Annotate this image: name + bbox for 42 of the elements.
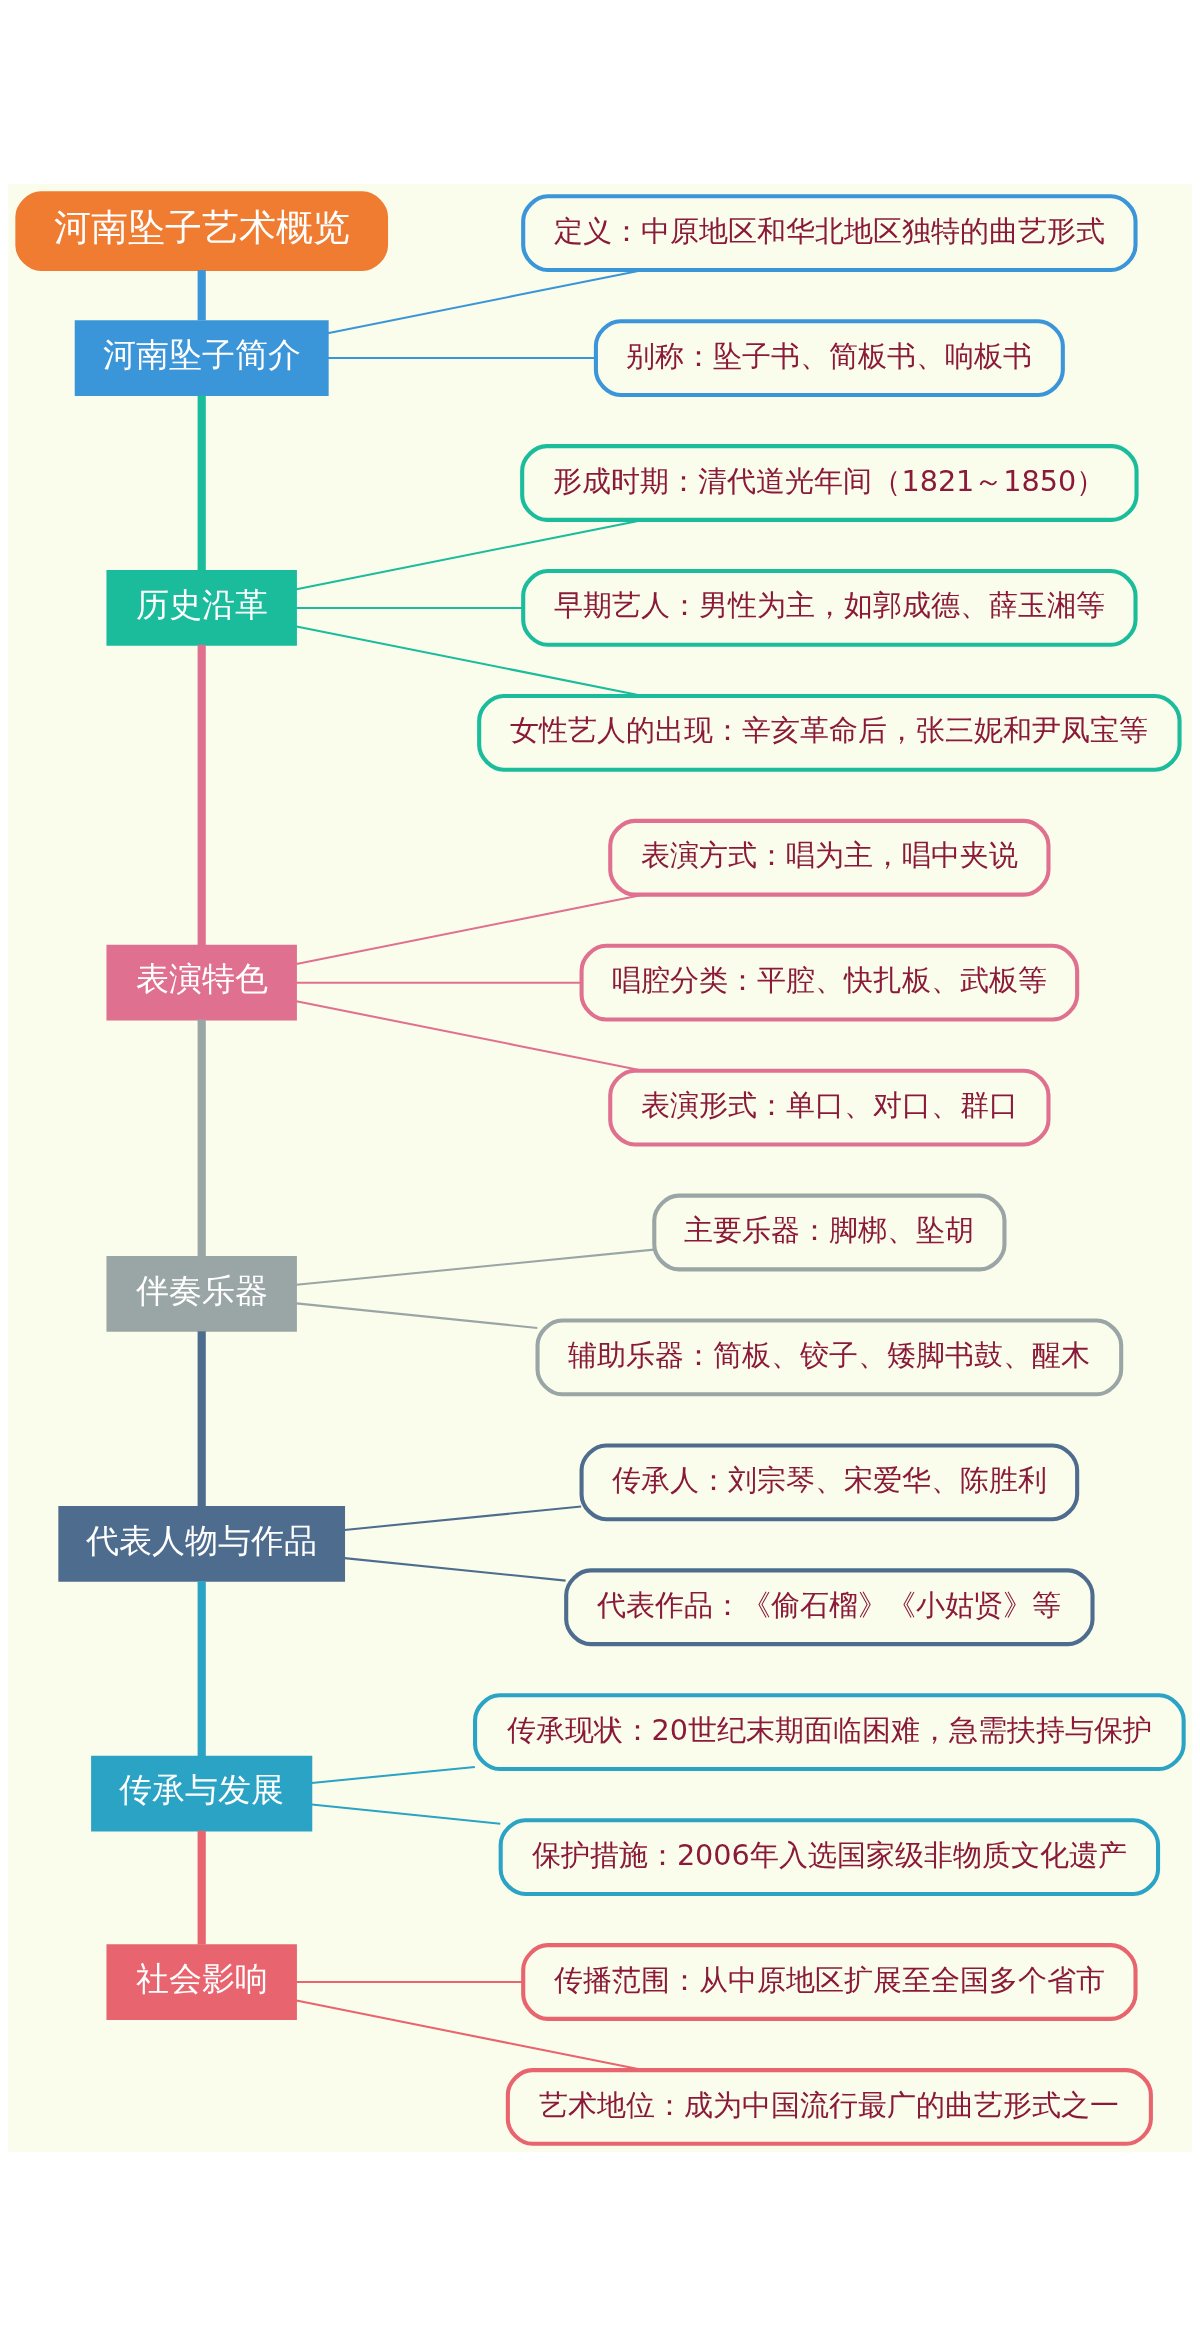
node-box: 代表人物与作品 (58, 1505, 346, 1582)
node-box: 河南坠子艺术概览 (15, 190, 389, 271)
node-box: 主要乐器：脚梆、坠胡 (652, 1193, 1007, 1271)
connector (197, 394, 206, 571)
connector (344, 1505, 582, 1531)
connector (296, 1980, 523, 1983)
connector (197, 644, 206, 945)
node-box: 传播范围：从中原地区扩展至全国多个省市 (521, 1942, 1138, 2021)
node-box: 艺术地位：成为中国流行最广的曲艺形式之一 (505, 2067, 1153, 2146)
node-box: 定义：中原地区和华北地区独特的曲艺形式 (521, 193, 1138, 272)
connector (296, 893, 644, 965)
node-box: 社会影响 (106, 1943, 297, 2020)
node-box: 别称：坠子书、简板书、响板书 (593, 318, 1065, 397)
node-box: 辅助乐器：简板、铰子、矮脚书鼓、醒木 (535, 1318, 1124, 1396)
node-box: 表演形式：单口、对口、群口 (608, 1068, 1051, 1146)
connector (311, 1765, 475, 1784)
node-box: 女性艺人的出现：辛亥革命后，张三妮和尹凤宝等 (477, 693, 1182, 772)
node-box: 表演方式：唱为主，唱中夹说 (608, 818, 1051, 897)
connector (296, 1248, 654, 1286)
node-box: 表演特色 (106, 944, 297, 1021)
node-box: 唱腔分类：平腔、快扎板、武板等 (579, 943, 1080, 1022)
connector (296, 981, 582, 984)
connector (197, 1580, 206, 1757)
node-box: 伴奏乐器 (106, 1255, 297, 1332)
connector (197, 269, 206, 320)
node-box: 代表作品：《偷石榴》《小姑贤》等 (564, 1567, 1095, 1646)
node-box: 形成时期：清代道光年间（1821～1850） (520, 443, 1139, 522)
connector (197, 1019, 206, 1257)
node-box: 传承现状：20世纪末期面临困难，急需扶持与保护 (473, 1692, 1186, 1771)
connector (296, 606, 523, 609)
connector (197, 1830, 206, 1944)
node-box: 河南坠子简介 (74, 319, 329, 396)
connector (296, 1301, 538, 1329)
node-box: 传承人：刘宗琴、宋爱华、陈胜利 (579, 1442, 1080, 1521)
node-box: 传承与发展 (91, 1755, 313, 1831)
connector (311, 1803, 501, 1825)
connector (327, 356, 596, 359)
connector (197, 1330, 206, 1507)
node-box: 早期艺人：男性为主，如郭成德、薛玉湘等 (521, 568, 1138, 647)
node-box: 保护措施：2006年入选国家级非物质文化遗产 (498, 1817, 1161, 1896)
connector (344, 1556, 566, 1582)
node-box: 历史沿革 (106, 569, 297, 646)
